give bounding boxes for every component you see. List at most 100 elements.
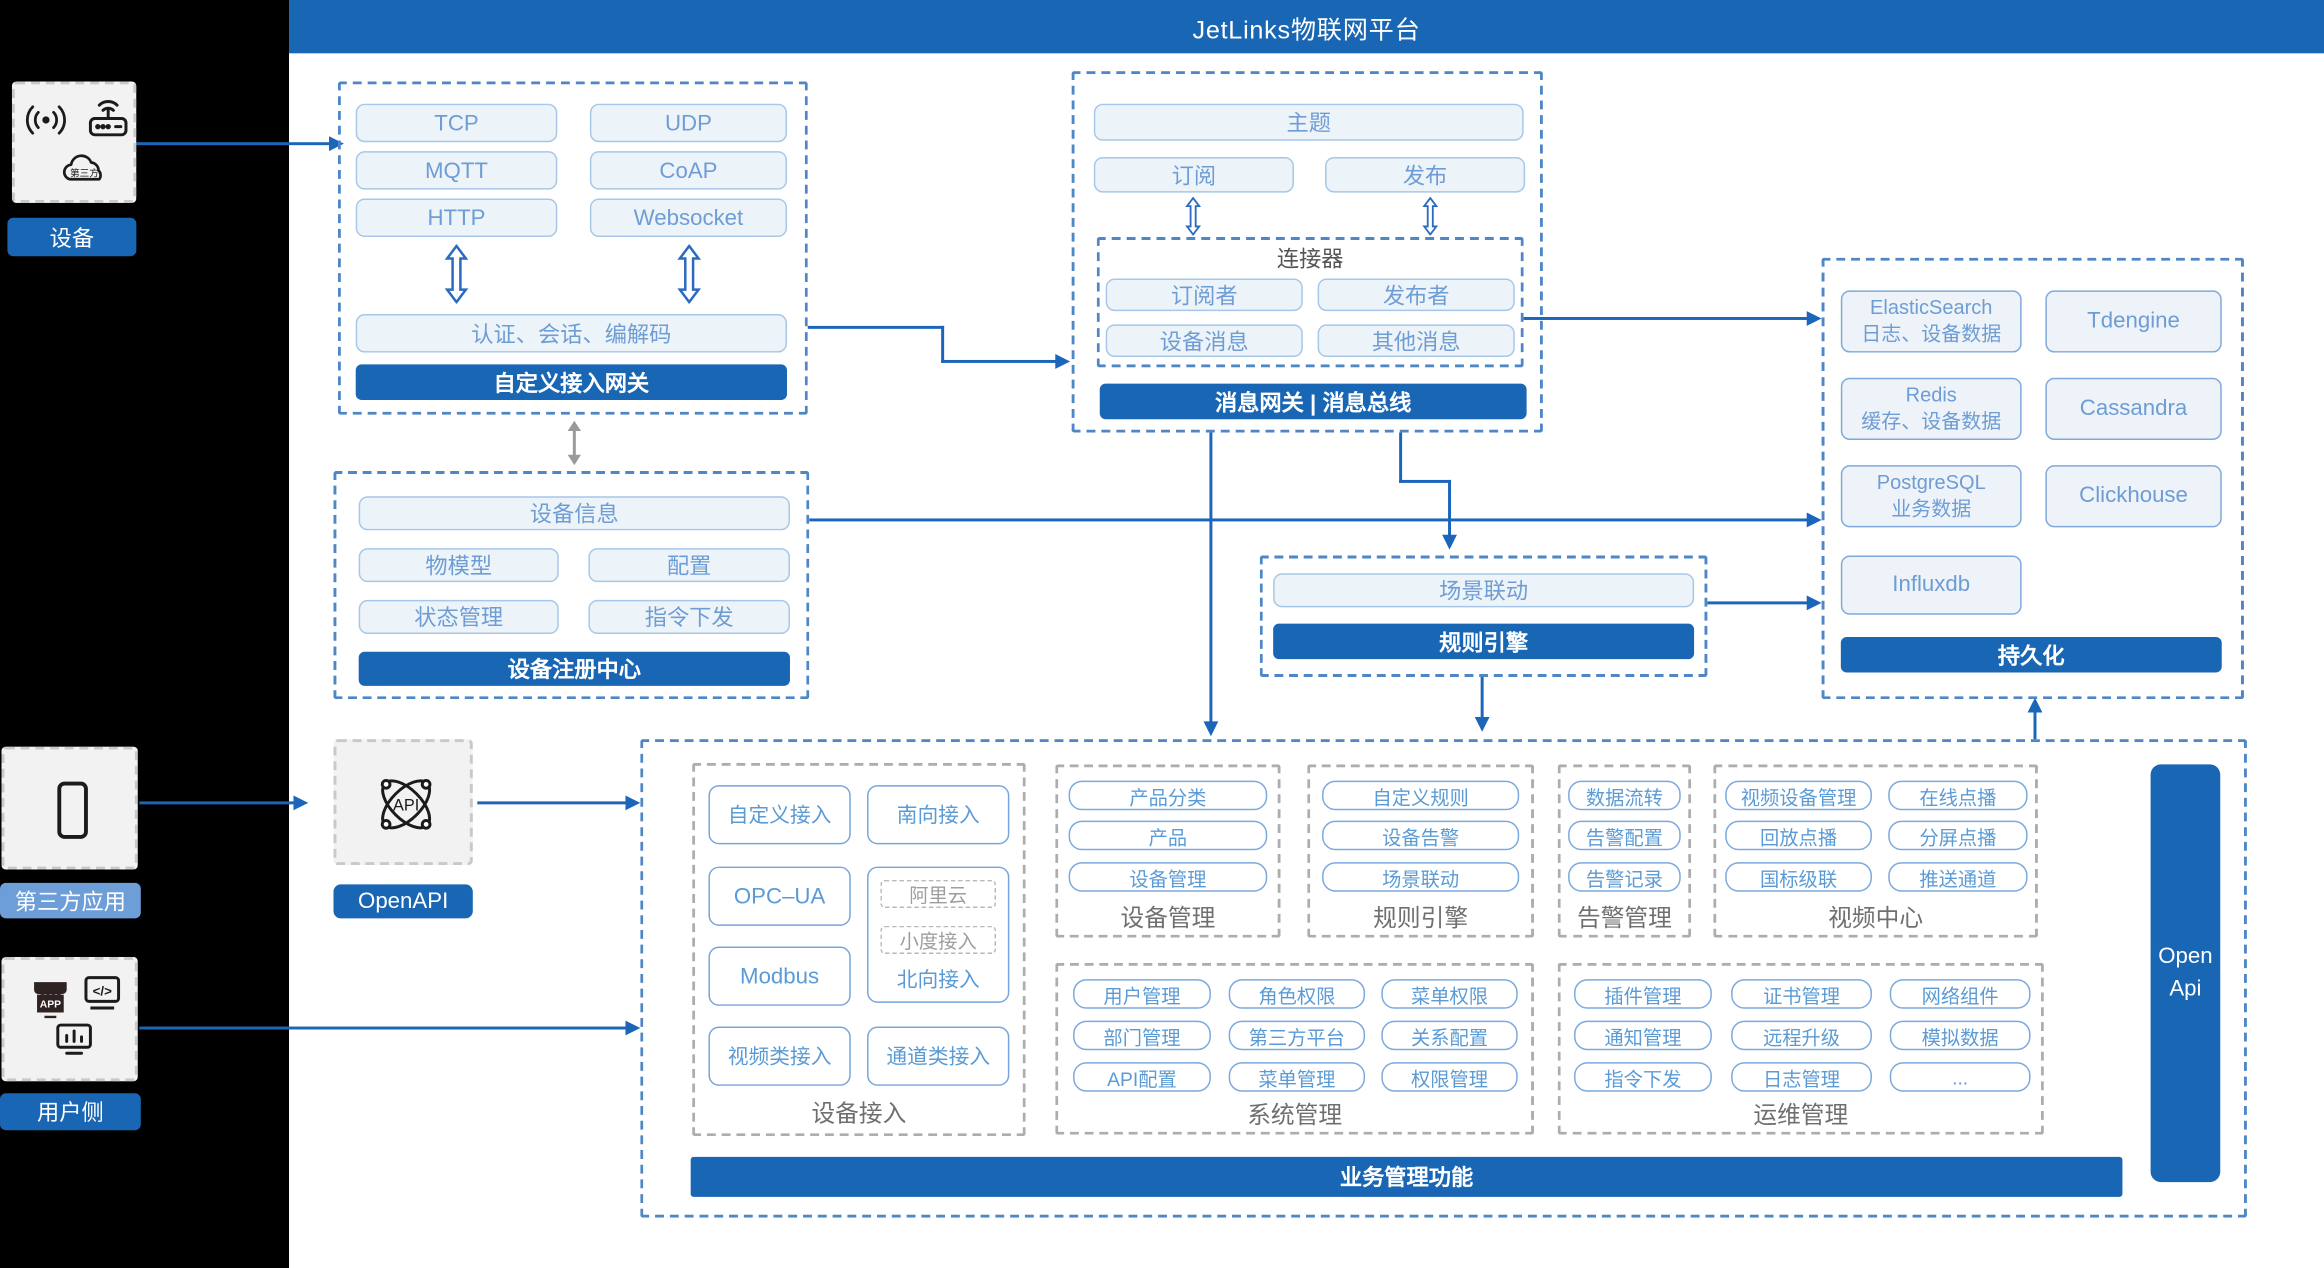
storage-tdengine: Tdengine xyxy=(2045,290,2222,353)
double-arrow-gray-icon xyxy=(565,420,584,466)
device-info: 设备信息 xyxy=(358,496,790,531)
alarm-column xyxy=(1557,764,1692,938)
protocol-websocket: Websocket xyxy=(589,198,788,238)
third-party-cloud-icon: 第三方 xyxy=(58,147,111,191)
alarm-config: 告警配置 xyxy=(1568,820,1681,851)
menu-permission: 菜单权限 xyxy=(1381,979,1518,1009)
monitor-chart-icon xyxy=(52,1019,96,1063)
persistence-title-bar: 持久化 xyxy=(1840,636,2222,673)
ops-column xyxy=(1557,962,2044,1135)
menu-mgmt: 菜单管理 xyxy=(1228,1062,1366,1092)
xiaodu-box: 小度接入 xyxy=(880,925,996,954)
message-title-bar: 消息网关 | 消息总线 xyxy=(1099,383,1527,420)
connector-business-persistence xyxy=(2033,711,2037,740)
api-icon: API xyxy=(369,767,443,841)
protocol-tcp: TCP xyxy=(355,103,558,143)
connector-gateway-message xyxy=(941,359,1059,363)
code-icon: </> xyxy=(82,972,124,1016)
push-channel: 推送通道 xyxy=(1888,862,2028,892)
openapi-icon-box: API xyxy=(333,739,473,866)
connector-message-rule xyxy=(1399,479,1452,483)
command-dispatch: 指令下发 xyxy=(588,599,790,634)
southbound-access: 南向接入 xyxy=(867,785,1010,845)
protocol-http: HTTP xyxy=(355,198,558,238)
protocol-udp: UDP xyxy=(589,103,788,143)
video-column xyxy=(1713,764,2038,938)
arrowhead xyxy=(1055,354,1071,369)
device-label: 设备 xyxy=(7,217,137,257)
svg-text:APP: APP xyxy=(40,999,61,1010)
cert-mgmt: 证书管理 xyxy=(1731,979,1872,1009)
rule-engine-title-bar: 规则引擎 xyxy=(1273,623,1695,660)
connector-user-business xyxy=(139,1026,629,1030)
dept-mgmt: 部门管理 xyxy=(1073,1020,1211,1051)
notify-mgmt: 通知管理 xyxy=(1574,1020,1712,1051)
connector-rule-influxdb xyxy=(1707,601,1810,605)
user-mgmt: 用户管理 xyxy=(1073,979,1211,1009)
channel-access: 通道类接入 xyxy=(867,1026,1010,1086)
device-mgmt-column xyxy=(1055,764,1281,938)
subscriber-box: 订阅者 xyxy=(1105,278,1303,312)
custom-rule: 自定义规则 xyxy=(1322,780,1520,811)
gb-cascade: 国标级联 xyxy=(1725,862,1872,892)
custom-access: 自定义接入 xyxy=(708,785,851,845)
protocol-coap: CoAP xyxy=(589,151,788,190)
double-arrow-icon xyxy=(1420,197,1441,236)
device-source-box: 第三方 xyxy=(11,81,137,203)
title-bar: JetLinks物联网平台 xyxy=(289,0,2324,54)
double-arrow-icon xyxy=(444,244,469,304)
mock-data: 模拟数据 xyxy=(1889,1020,2031,1051)
scene-linkage-box: 场景联动 xyxy=(1273,573,1695,608)
connector-group-box xyxy=(1096,237,1524,368)
business-functions-bar: 业务管理功能 xyxy=(690,1156,2123,1197)
product: 产品 xyxy=(1068,820,1268,851)
split-screen: 分屏点播 xyxy=(1888,820,2028,851)
svg-text:API: API xyxy=(393,796,419,814)
network-component: 网络组件 xyxy=(1889,979,2031,1009)
open-api-vertical-bar: Open Api xyxy=(2150,764,2221,1183)
app-store-icon: APP xyxy=(28,975,72,1022)
svg-text:第三方: 第三方 xyxy=(70,167,99,179)
rule-engine-label: 规则引擎 xyxy=(1373,906,1469,932)
device-alarm: 设备告警 xyxy=(1322,820,1520,851)
system-column xyxy=(1055,962,1535,1135)
business-group-box xyxy=(640,739,2247,1218)
connector-openapi-business xyxy=(477,801,629,805)
other-message-box: 其他消息 xyxy=(1317,324,1515,357)
wireless-signal-icon xyxy=(24,98,68,142)
rule-group-box xyxy=(1259,555,1708,677)
arrowhead xyxy=(293,795,309,811)
storage-cassandra: Cassandra xyxy=(2045,377,2222,440)
openapi-label: OpenAPI xyxy=(333,884,473,919)
connector-title: 连接器 xyxy=(1276,247,1344,273)
arrowhead xyxy=(625,795,641,811)
topic-box: 主题 xyxy=(1093,103,1524,141)
playback: 回放点播 xyxy=(1725,820,1872,851)
arrowhead xyxy=(1806,311,1822,326)
svg-text:</>: </> xyxy=(93,983,112,998)
connector-device-gateway xyxy=(136,142,335,146)
registry-title-bar: 设备注册中心 xyxy=(358,651,790,686)
registry-group-box xyxy=(333,471,810,700)
connector-registry-postgresql xyxy=(809,518,1810,522)
page-title: JetLinks物联网平台 xyxy=(1192,15,1421,44)
storage-clickhouse: Clickhouse xyxy=(2045,465,2222,528)
connector-gateway-message xyxy=(941,325,945,363)
state-management: 状态管理 xyxy=(358,599,559,634)
gateway-group-box xyxy=(337,81,808,415)
aliyun-box: 阿里云 xyxy=(880,879,996,909)
device-management: 设备管理 xyxy=(1068,862,1268,892)
system-label: 系统管理 xyxy=(1247,1103,1343,1129)
northbound-label: 北向接入 xyxy=(896,967,980,991)
log-mgmt: 日志管理 xyxy=(1731,1062,1872,1092)
user-side-label: 用户侧 xyxy=(0,1093,141,1131)
device-mgmt-label: 设备管理 xyxy=(1120,906,1216,932)
command-send: 指令下发 xyxy=(1574,1062,1712,1092)
gateway-title-bar: 自定义接入网关 xyxy=(355,364,788,400)
video-access: 视频类接入 xyxy=(708,1026,851,1086)
data-flow: 数据流转 xyxy=(1568,780,1681,811)
connector-message-rule xyxy=(1399,432,1403,483)
